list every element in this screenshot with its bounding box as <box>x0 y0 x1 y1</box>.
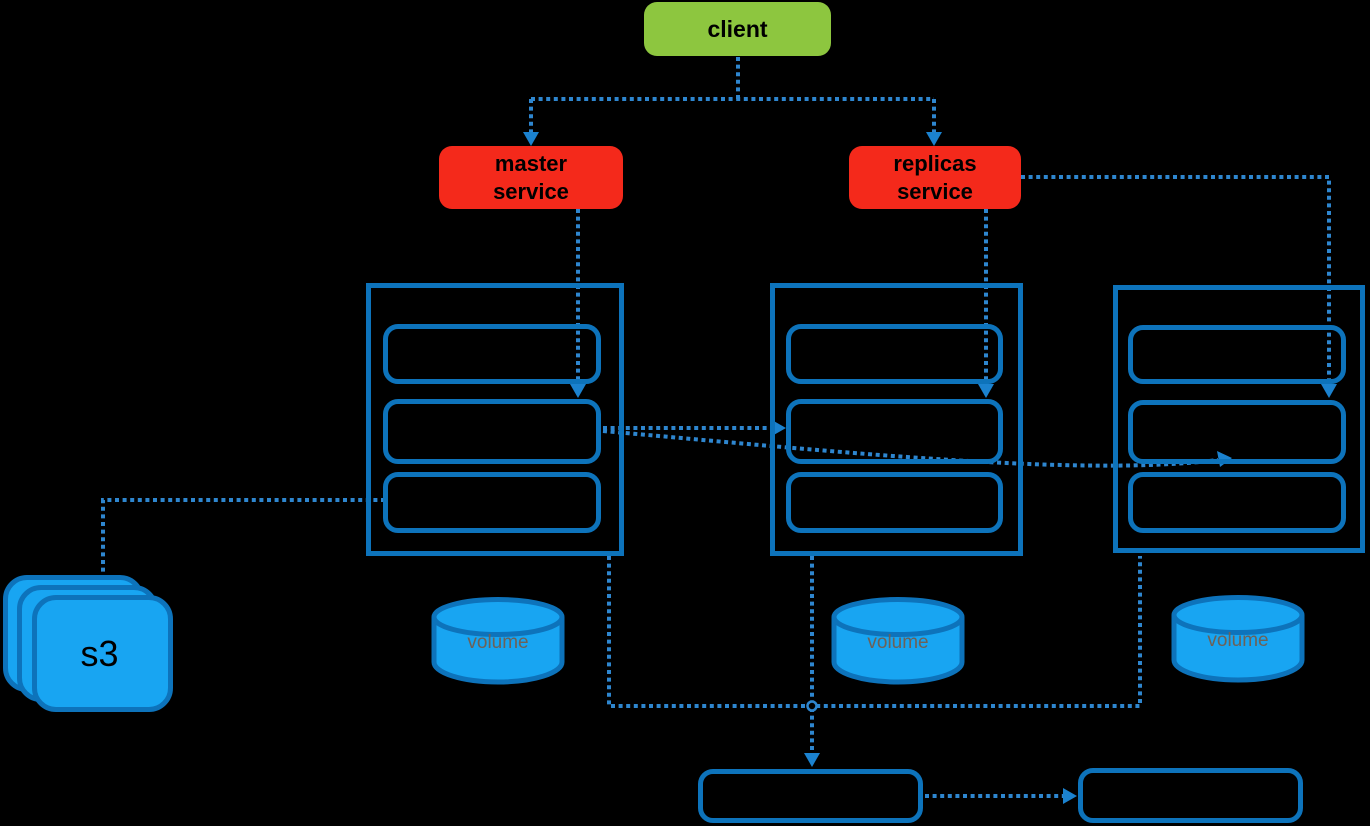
group1-slot-1[interactable] <box>383 324 601 384</box>
replicas-service-label-line2: service <box>897 178 973 204</box>
cylinder-icon <box>831 597 965 685</box>
group2-slot-2[interactable] <box>786 399 1003 464</box>
server-group-2[interactable] <box>770 283 1023 556</box>
arrow-into-master <box>523 132 539 146</box>
bottom-box-left[interactable] <box>698 769 923 823</box>
server-group-1[interactable] <box>366 283 624 556</box>
arrow-into-group2-slot2-left <box>772 420 786 436</box>
volume-label: volume <box>867 632 929 653</box>
s3-node[interactable] <box>3 575 173 712</box>
master-service-node[interactable]: master service <box>439 146 623 209</box>
arrow-into-bottom-left-box <box>804 753 820 767</box>
group3-slot-3[interactable] <box>1128 472 1346 533</box>
replicas-service-label-line1: replicas <box>893 151 977 176</box>
arrow-into-replicas <box>926 132 942 146</box>
line-jump-marker <box>806 700 818 712</box>
volume-node-2[interactable]: volume <box>830 596 966 688</box>
client-label: client <box>707 15 768 42</box>
group3-slot-2[interactable] <box>1128 400 1346 464</box>
client-node[interactable]: client <box>644 2 831 56</box>
group1-slot-2[interactable] <box>383 399 601 464</box>
connector-group1-to-s3 <box>101 498 385 579</box>
group2-slot-1[interactable] <box>786 324 1003 384</box>
connector-replicas-to-group3 <box>1021 175 1331 384</box>
bottom-box-right[interactable] <box>1078 768 1303 823</box>
volume-label: volume <box>1207 630 1269 651</box>
group2-slot-3[interactable] <box>786 472 1003 533</box>
volume-label: volume <box>467 632 529 653</box>
master-service-label-line2: service <box>493 178 569 204</box>
connector-group1-group3-bus <box>607 556 1142 708</box>
s3-label: s3 <box>80 632 119 674</box>
cylinder-icon <box>431 597 565 685</box>
s3-stack-card-front <box>32 595 173 712</box>
cylinder-icon <box>1171 595 1305 683</box>
group1-slot-3[interactable] <box>383 472 601 533</box>
replicas-service-node[interactable]: replicas service <box>849 146 1021 209</box>
volume-node-1[interactable]: volume <box>430 596 566 688</box>
arrow-into-group3-slot2 <box>1321 384 1337 398</box>
arrow-into-group1-slot2 <box>570 384 586 398</box>
arrow-into-bottom-right-box <box>1063 788 1077 804</box>
server-group-3[interactable] <box>1113 285 1365 553</box>
master-service-label-line1: master <box>494 151 568 176</box>
volume-node-3[interactable]: volume <box>1170 594 1306 686</box>
group3-slot-1[interactable] <box>1128 325 1346 384</box>
arrow-into-group2-slot2 <box>978 384 994 398</box>
